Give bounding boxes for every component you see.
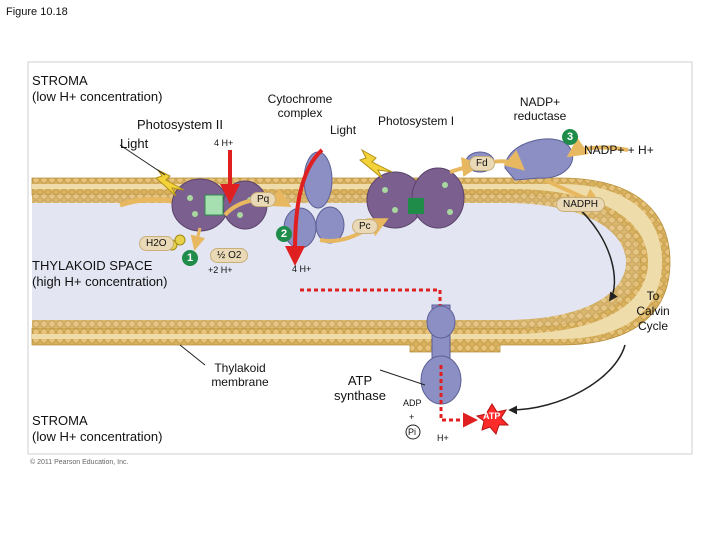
nadp-reductase-line2: reductase [513,109,567,123]
four-h-lumen-label: 4 H+ [292,264,312,274]
nadp-plus-h-label: NADP+ + H+ [584,143,654,157]
stroma-top-line1: STROMA [32,73,88,88]
step-2-badge: 2 [276,226,292,242]
calvin-line1: To [646,289,660,303]
light-label-1: Light [120,136,149,151]
stroma-bottom-line1: STROMA [32,413,88,428]
step-1-badge: 1 [182,250,198,266]
photosystem-1-complex [366,167,465,229]
adp-label: ADP [403,398,422,408]
nadp-in-arrow [566,137,629,158]
thylakoid-space-line2: (high H+ concentration) [32,274,168,289]
light-label-2: Light [330,123,357,137]
h-exit-path [439,365,478,428]
cytochrome-line1: Cytochrome [267,92,333,106]
atp-burst [475,403,510,435]
atp-to-calvin-arrow [508,344,626,415]
fd-to-reductase-arrow [491,149,526,171]
mn-cluster-2 [174,234,186,246]
light-bolt-2 [358,148,393,179]
pc-tag: Pc [352,219,378,234]
photosystem-2-label: Photosystem II [137,117,223,132]
stroma-bottom-line2: (low H+ concentration) [32,429,163,444]
atp-synthase-line2: synthase [333,388,387,403]
water-tag: H2O [139,236,174,251]
thylakoid-space-region [32,195,640,328]
fd-tag: Fd [469,156,495,171]
thylakoid-space-line1: THYLAKOID SPACE [32,258,153,273]
thylakoid-membrane-line2: membrane [211,375,269,389]
calvin-line3: Cycle [637,319,668,333]
nadp-reductase-line1: NADP+ [519,95,561,109]
water-split-arrow [190,227,206,251]
atp-label: ATP [483,411,501,421]
h-gradient-path [300,288,442,305]
cytochrome-line2: complex [277,106,323,120]
nadph-tag: NADPH [556,197,606,212]
copyright-text: © 2011 Pearson Education, Inc. [30,459,129,466]
atp-synthase-line1: ATP [347,373,373,388]
pi-label: Pi [408,427,417,437]
light-bolt-1 [155,168,185,197]
nadph-to-calvin-arrow [574,204,618,302]
photosystem-1-label: Photosystem I [378,114,455,128]
four-h-top-label: 4 H+ [214,138,234,148]
pc-arrow [319,218,389,243]
step-3-badge: 3 [562,129,578,145]
two-h-label: +2 H+ [208,265,233,275]
stroma-top-line2: (low H+ concentration) [32,89,163,104]
h-plus-out-label: H+ [437,433,449,443]
pi-circle [405,424,421,440]
pointer-membrane [179,344,206,366]
pq-tag: Pq [250,192,277,207]
half-o2-tag: ½ O2 [210,248,249,263]
pointer-light-1 [119,144,166,176]
figure-title: Figure 10.18 [6,6,68,18]
calvin-line2: Calvin [636,304,670,318]
plus-label: + [409,412,415,422]
h-pump-arrow-cyt [293,148,324,251]
thylakoid-membrane-line1: Thylakoid [214,361,266,375]
pointer-atp-synthase [379,369,426,386]
